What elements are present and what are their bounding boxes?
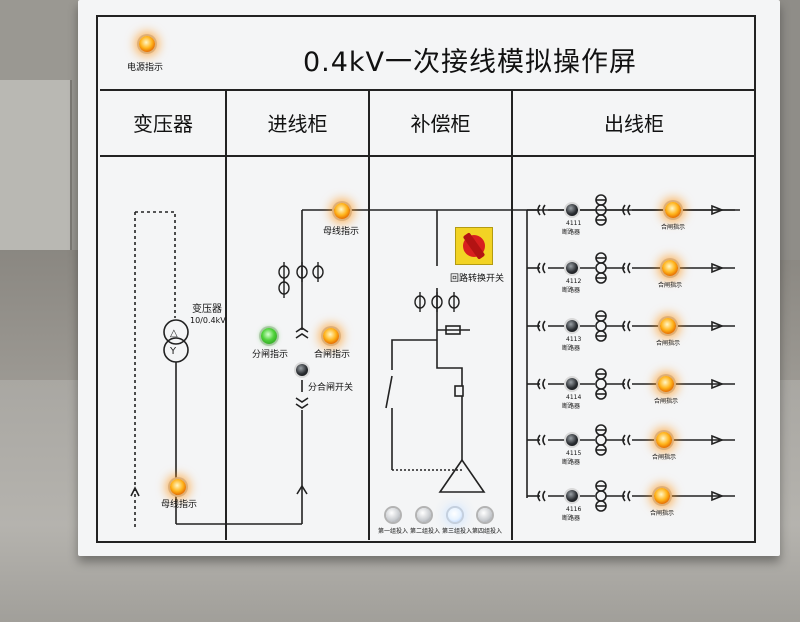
feeder-disconnector-symbol [537, 490, 546, 502]
group-3-button[interactable] [448, 508, 462, 522]
group-2-label: 第二组投入 [410, 528, 441, 535]
transformer-label: 变压器 [192, 304, 222, 315]
feeder-close-indicator-lamp [660, 318, 676, 334]
feeder-disconnector-symbol [537, 434, 546, 446]
feeder-close-indicator-lamp [662, 260, 678, 276]
feeder-arrow [711, 434, 725, 446]
feeder-disconnector-symbol [537, 262, 546, 274]
transformer-rating: 10/0.4kV [190, 316, 226, 325]
feeder-arrow [711, 490, 725, 502]
feeder-breaker-switch[interactable] [566, 262, 578, 274]
group-4-label: 第四组投入 [472, 528, 503, 535]
feeder-breaker-switch[interactable] [566, 378, 578, 390]
open-indicator-label: 分闸指示 [252, 350, 289, 360]
open-indicator-lamp [261, 328, 277, 344]
feeder-id: 4111 [566, 220, 582, 227]
feeder-disconnector-symbol [537, 204, 546, 216]
mimic-panel-board [78, 0, 780, 556]
incoming-bus-indicator-lamp [334, 203, 350, 219]
group-1-button[interactable] [386, 508, 400, 522]
svg-text:△: △ [170, 328, 178, 339]
group-2-button[interactable] [417, 508, 431, 522]
section-header-compensation: 补偿柜 [410, 112, 471, 136]
close-indicator-lamp [323, 328, 339, 344]
feeder-close-indicator-label: 合闸指示 [661, 224, 686, 231]
feeder-breaker-label: 断路器 [562, 459, 581, 466]
transformer-bus-indicator-lamp [170, 479, 186, 495]
feeder-breaker-label: 断路器 [562, 229, 581, 236]
feeder-id: 4114 [566, 394, 582, 401]
feeder-close-indicator-label: 合闸指示 [650, 510, 675, 517]
feeder-arrow [711, 378, 725, 390]
feeder-breaker-switch[interactable] [566, 434, 578, 446]
feeder-close-indicator-lamp [658, 376, 674, 392]
svg-text:Y: Y [169, 346, 177, 357]
feeder-breaker-label: 断路器 [562, 345, 581, 352]
feeder-breaker-label: 断路器 [562, 287, 581, 294]
section-header-incoming: 进线柜 [267, 112, 328, 136]
feeder-disconnector-symbol [622, 262, 631, 274]
transformer-bus-indicator-label: 母线指示 [161, 500, 198, 510]
feeder-disconnector-symbol [537, 378, 546, 390]
feeder-close-indicator-lamp [665, 202, 681, 218]
feeder-breaker-label: 断路器 [562, 403, 581, 410]
power-indicator-lamp [139, 36, 155, 52]
feeder-close-indicator-lamp [656, 432, 672, 448]
circuit-transfer-switch-label: 回路转换开关 [450, 274, 505, 284]
feeder-disconnector-symbol [622, 378, 631, 390]
feeder-close-indicator-lamp [654, 488, 670, 504]
open-close-switch-knob[interactable] [296, 364, 308, 376]
open-close-switch-label: 分合闸开关 [308, 383, 354, 393]
feeder-arrow [711, 262, 725, 274]
feeder-breaker-switch[interactable] [566, 320, 578, 332]
feeder-breaker-switch[interactable] [566, 490, 578, 502]
feeder-disconnector-symbol [622, 320, 631, 332]
feeder-id: 4113 [566, 336, 582, 343]
feeder-close-indicator-label: 合闸指示 [654, 398, 679, 405]
feeder-breaker-label: 断路器 [562, 515, 581, 522]
feeder-disconnector-symbol [622, 434, 631, 446]
feeder-disconnector-symbol [537, 320, 546, 332]
feeder-disconnector-symbol [622, 204, 631, 216]
feeder-arrow [711, 204, 725, 216]
feeder-close-indicator-label: 合闸指示 [658, 282, 683, 289]
feeder-arrow [711, 320, 725, 332]
feeder-close-indicator-label: 合闸指示 [652, 454, 677, 461]
feeder-disconnector-symbol [622, 490, 631, 502]
incoming-bus-indicator-label: 母线指示 [323, 227, 360, 237]
group-4-button[interactable] [478, 508, 492, 522]
section-header-outgoing: 出线柜 [604, 112, 664, 136]
power-indicator-label: 电源指示 [127, 63, 164, 73]
circuit-transfer-switch[interactable] [455, 227, 493, 265]
panel-frame [96, 15, 756, 543]
close-indicator-label: 合闸指示 [314, 350, 351, 360]
feeder-close-indicator-label: 合闸指示 [656, 340, 681, 347]
feeder-breaker-switch[interactable] [566, 204, 578, 216]
section-header-transformer: 变压器 [133, 112, 193, 136]
background-cabinet [0, 80, 72, 250]
group-3-label: 第三组投入 [442, 528, 473, 535]
panel-title: 0.4kV一次接线模拟操作屏 [302, 47, 638, 78]
feeder-id: 4115 [566, 450, 582, 457]
feeder-id: 4116 [566, 506, 582, 513]
group-1-label: 第一组投入 [378, 528, 409, 535]
feeder-id: 4112 [566, 278, 582, 285]
